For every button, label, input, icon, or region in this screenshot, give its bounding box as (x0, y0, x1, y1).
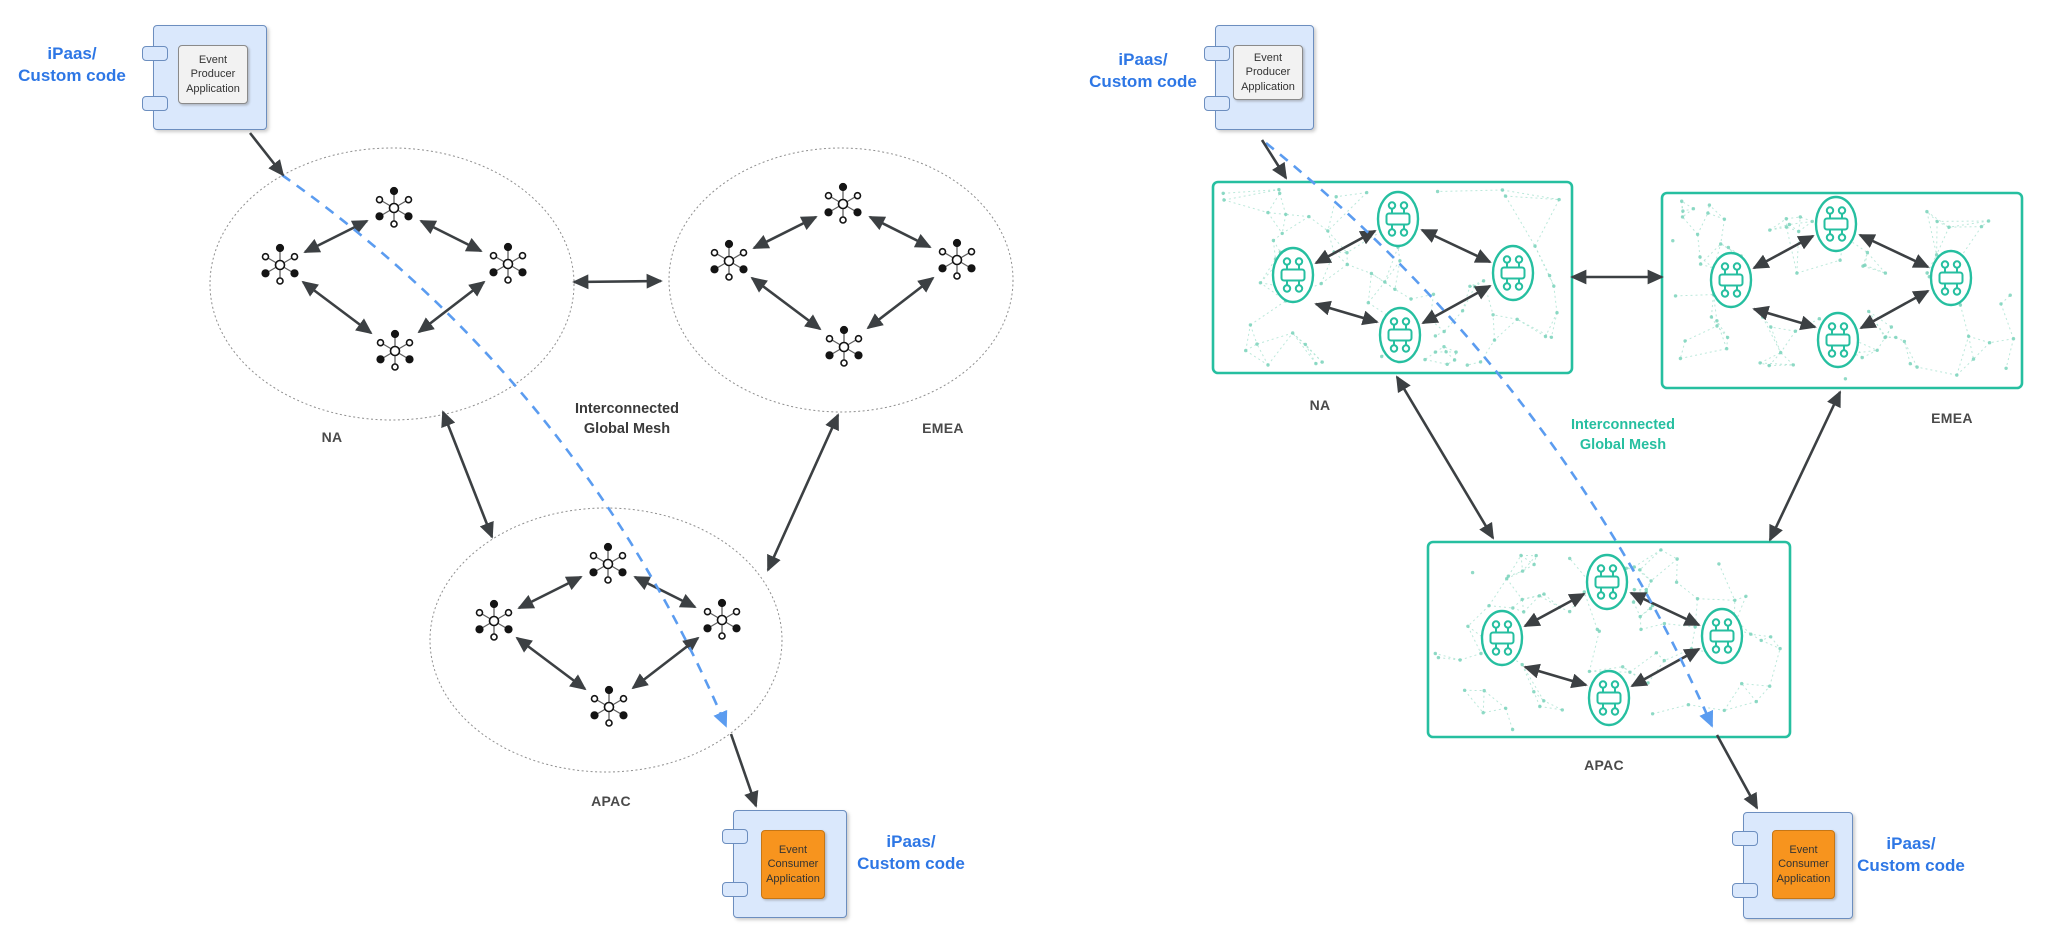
component-port (142, 96, 168, 111)
event-producer-app-box: Event Producer Application (1233, 45, 1303, 100)
event-producer-component: Event Producer Application (1204, 25, 1314, 130)
component-port (722, 882, 748, 897)
interconnected-global-mesh-label: Interconnected Global Mesh (575, 401, 679, 437)
mesh-to-consumer-arrow (729, 733, 759, 808)
region-rect-apac (1426, 540, 1792, 739)
region-label-apac: APAC (591, 793, 631, 809)
region-ellipse-emea (668, 147, 1014, 413)
region-ellipse-apac (429, 507, 783, 773)
emea-apac-connector (1768, 390, 1842, 542)
event-consumer-app-box: Event Consumer Application (1772, 830, 1835, 899)
component-port (722, 829, 748, 844)
event-flow-dashed-arrow (1265, 141, 1714, 728)
component-port (142, 46, 168, 61)
event-consumer-component: Event Consumer Application (722, 810, 847, 918)
event-consumer-app-box: Event Consumer Application (761, 830, 825, 899)
region-label-apac: APAC (1584, 757, 1624, 773)
component-port (1204, 96, 1230, 111)
region-rect-emea (1660, 191, 2024, 390)
producer-to-mesh-arrow (1260, 139, 1288, 180)
component-port (1732, 883, 1758, 898)
producer-to-mesh-arrow (248, 132, 285, 177)
consumer-caption: iPaas/ Custom code (857, 832, 965, 873)
event-producer-app-box: Event Producer Application (178, 45, 248, 104)
component-port (1732, 831, 1758, 846)
consumer-caption: iPaas/ Custom code (1857, 834, 1965, 875)
producer-caption: iPaas/ Custom code (1089, 50, 1197, 91)
component-port (1204, 46, 1230, 61)
na-apac-connector (441, 410, 494, 539)
event-flow-dashed-arrow (281, 173, 728, 728)
emea-apac-connector (766, 413, 840, 572)
event-consumer-component: Event Consumer Application (1732, 812, 1853, 919)
na-apac-connector (1395, 375, 1495, 540)
region-label-na: NA (321, 429, 343, 445)
region-label-emea: EMEA (1931, 410, 1973, 426)
na-emea-connector (572, 273, 663, 290)
mesh-to-consumer-arrow (1715, 734, 1759, 810)
region-label-na: NA (1309, 397, 1331, 413)
producer-caption: iPaas/ Custom code (18, 44, 126, 85)
region-label-emea: EMEA (922, 420, 964, 436)
event-producer-component: Event Producer Application (142, 25, 267, 130)
interconnected-global-mesh-label: Interconnected Global Mesh (1571, 417, 1675, 453)
